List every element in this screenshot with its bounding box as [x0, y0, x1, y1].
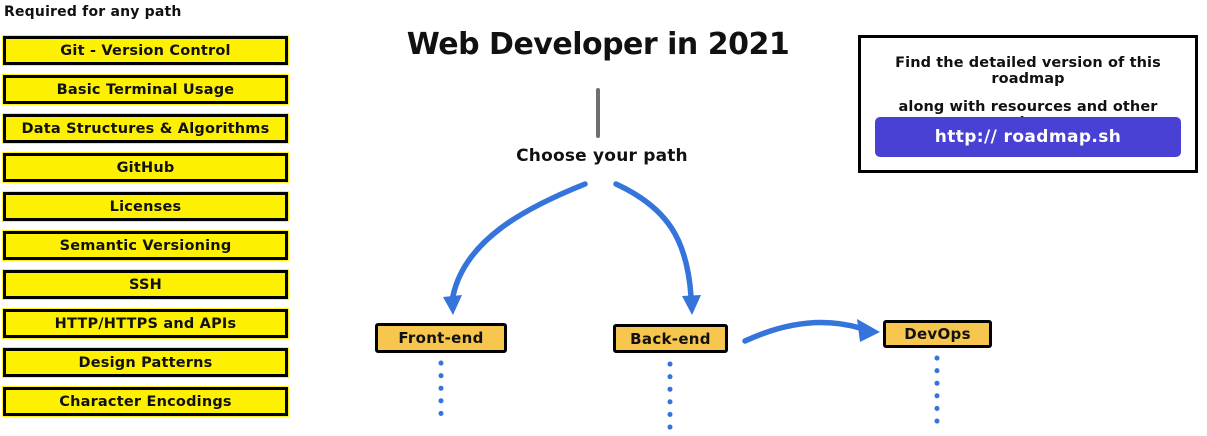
- required-item-character-encodings[interactable]: Character Encodings: [2, 386, 289, 417]
- path-box-frontend[interactable]: Front-end: [375, 323, 507, 353]
- arrowhead-devops: [857, 319, 880, 342]
- required-item-git-version-control[interactable]: Git - Version Control: [2, 35, 289, 66]
- required-list: Git - Version Control Basic Terminal Usa…: [2, 35, 289, 417]
- required-item-data-structures-algorithms[interactable]: Data Structures & Algorithms: [2, 113, 289, 144]
- info-box: Find the detailed version of this roadma…: [858, 35, 1198, 173]
- required-item-licenses[interactable]: Licenses: [2, 191, 289, 222]
- arrowhead-backend: [682, 295, 701, 315]
- arrowhead-frontend: [443, 295, 462, 315]
- connector-line: [596, 88, 600, 138]
- required-item-semantic-versioning[interactable]: Semantic Versioning: [2, 230, 289, 261]
- required-section-title: Required for any path: [4, 4, 182, 20]
- required-item-ssh[interactable]: SSH: [2, 269, 289, 300]
- page-title: Web Developer in 2021: [406, 27, 790, 62]
- required-item-github[interactable]: GitHub: [2, 152, 289, 183]
- required-item-http-https-apis[interactable]: HTTP/HTTPS and APIs: [2, 308, 289, 339]
- arrow-to-backend: [613, 181, 694, 299]
- info-line-1: Find the detailed version of this roadma…: [895, 55, 1161, 87]
- path-box-devops[interactable]: DevOps: [883, 320, 992, 348]
- choose-path-label: Choose your path: [516, 146, 688, 166]
- arrow-to-devops: [742, 319, 863, 344]
- path-box-backend[interactable]: Back-end: [613, 324, 728, 353]
- arrow-to-frontend: [450, 181, 588, 299]
- required-item-basic-terminal-usage[interactable]: Basic Terminal Usage: [2, 74, 289, 105]
- required-item-design-patterns[interactable]: Design Patterns: [2, 347, 289, 378]
- roadmap-url-button[interactable]: http:// roadmap.sh: [875, 117, 1181, 157]
